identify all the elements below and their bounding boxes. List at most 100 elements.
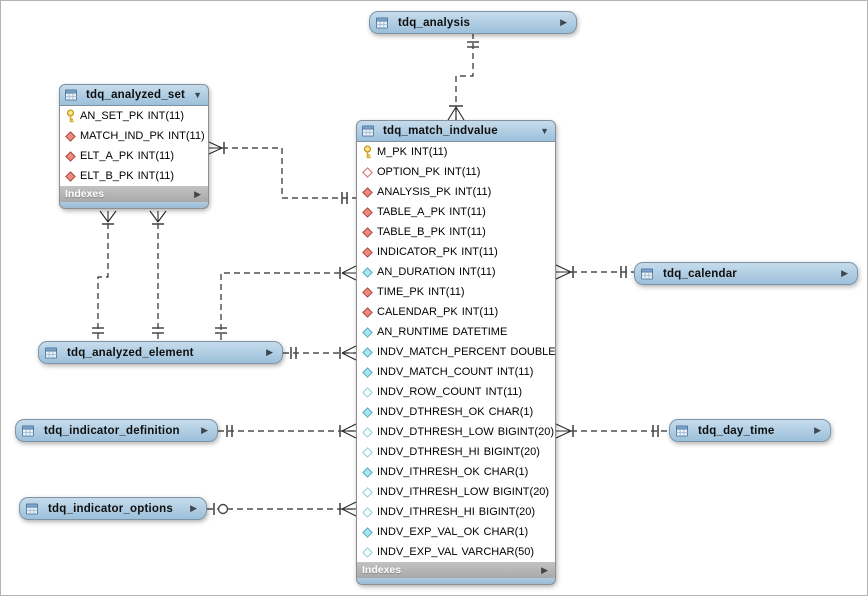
table-tdq_indicator_options[interactable]: tdq_indicator_options ▶ <box>19 497 207 520</box>
column-name: INDV_ITHRESH_LOW <box>377 486 489 498</box>
indexes-label: Indexes <box>362 564 402 576</box>
indexes-footer[interactable]: Indexes ▶ <box>356 562 556 578</box>
relationship-tdq_analysis-tdq_match_indvalue[interactable] <box>447 33 479 121</box>
table-bottom-strip <box>356 578 556 585</box>
column-name: INDV_DTHRESH_LOW <box>377 426 494 438</box>
column-type: INT(11) <box>449 226 486 238</box>
column-name: INDV_MATCH_COUNT <box>377 366 493 378</box>
column-name: ANALYSIS_PK <box>377 186 451 198</box>
column-nullable-icon <box>361 505 373 519</box>
collapse-arrow-icon[interactable]: ▼ <box>193 89 202 100</box>
fk-icon <box>361 205 373 219</box>
table-bottom-strip <box>59 202 209 209</box>
table-tdq_day_time[interactable]: tdq_day_time ▶ <box>669 419 831 442</box>
column-name: INDV_DTHRESH_OK <box>377 406 485 418</box>
relationship-tdq_indicator_options-tdq_match_indvalue[interactable] <box>207 501 357 517</box>
table-title: tdq_calendar <box>663 267 737 280</box>
relationship-tdq_day_time-tdq_match_indvalue[interactable] <box>555 423 669 439</box>
table-tdq_indicator_definition[interactable]: tdq_indicator_definition ▶ <box>15 419 218 442</box>
indexes-arrow-icon[interactable]: ▶ <box>194 188 201 199</box>
expand-arrow-icon[interactable]: ▶ <box>201 425 208 435</box>
collapse-arrow-icon[interactable]: ▼ <box>540 125 549 136</box>
expand-arrow-icon[interactable]: ▶ <box>190 503 197 513</box>
column-nullable-icon <box>361 385 373 399</box>
indexes-footer[interactable]: Indexes ▶ <box>59 186 209 202</box>
fk-icon <box>361 245 373 259</box>
table-tdq_analysis[interactable]: tdq_analysis ▶ <box>369 11 577 34</box>
relationship-tdq_match_indvalue-tdq_analyzed_set[interactable] <box>208 141 356 204</box>
fk-icon <box>361 305 373 319</box>
column-name: INDICATOR_PK <box>377 246 458 258</box>
column-type: INT(11) <box>147 110 185 122</box>
column-name: AN_DURATION <box>377 266 456 278</box>
table-header[interactable]: tdq_analyzed_set ▼ <box>59 84 209 106</box>
relationship-tdq_analyzed_element-tdq_analyzed_set-b[interactable] <box>149 210 167 341</box>
relationship-tdq_indicator_definition-tdq_match_indvalue[interactable] <box>218 423 357 439</box>
table-tdq_calendar[interactable]: tdq_calendar ▶ <box>634 262 858 285</box>
expand-arrow-icon[interactable]: ▶ <box>560 17 567 27</box>
column-type: INT(11) <box>137 170 175 182</box>
column-type: BIGINT(20) <box>483 446 540 458</box>
table-icon <box>641 267 653 281</box>
column-name: TIME_PK <box>377 286 425 298</box>
table-icon <box>65 88 77 102</box>
column-type: VARCHAR(50) <box>461 546 535 558</box>
relationship-tdq_calendar-tdq_match_indvalue[interactable] <box>555 264 634 280</box>
column-type: INT(11) <box>496 366 534 378</box>
column-icon <box>361 465 373 479</box>
relationship-tdq_analyzed_element-tdq_match_indvalue-a[interactable] <box>215 265 357 341</box>
column-name: ELT_B_PK <box>80 170 134 182</box>
expand-arrow-icon[interactable]: ▶ <box>814 425 821 435</box>
column-name: INDV_DTHRESH_HI <box>377 446 480 458</box>
table-header[interactable]: tdq_match_indvalue ▼ <box>356 120 556 142</box>
primary-key-icon <box>64 109 76 123</box>
expand-arrow-icon[interactable]: ▶ <box>266 347 273 357</box>
relationship-tdq_analyzed_element-tdq_match_indvalue-b[interactable] <box>283 345 357 361</box>
column-type: BIGINT(20) <box>478 506 536 518</box>
column-name: TABLE_B_PK <box>377 226 446 238</box>
primary-key-icon <box>361 145 373 159</box>
relationship-tdq_analyzed_element-tdq_analyzed_set-a[interactable] <box>92 210 117 341</box>
column-icon <box>361 365 373 379</box>
column-name: INDV_EXP_VAL <box>377 546 458 558</box>
fk-icon <box>361 225 373 239</box>
table-title: tdq_match_indvalue <box>383 125 498 137</box>
indexes-arrow-icon[interactable]: ▶ <box>541 564 548 575</box>
expand-arrow-icon[interactable]: ▶ <box>841 268 848 278</box>
column-name: AN_RUNTIME <box>377 326 449 338</box>
fk-icon <box>361 285 373 299</box>
table-tdq_analyzed_element[interactable]: tdq_analyzed_element ▶ <box>38 341 283 364</box>
column-name: MATCH_IND_PK <box>80 130 165 142</box>
fk-icon <box>64 169 76 183</box>
column-type: INT(11) <box>461 246 498 258</box>
